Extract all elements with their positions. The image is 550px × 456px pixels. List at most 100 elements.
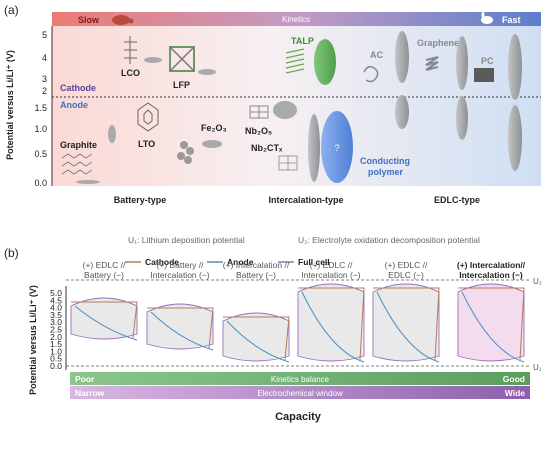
ac-label: AC	[370, 50, 383, 60]
u2-label: U₂	[533, 277, 542, 286]
graphite-crystal-icon	[61, 153, 93, 175]
anode-label: Anode	[60, 100, 88, 110]
legend: Cathode Anode Full cell	[125, 257, 330, 267]
lto-label: LTO	[138, 139, 155, 149]
panel-b-y-tick: 1.0	[50, 346, 62, 356]
legend-label-anode: Anode	[227, 257, 254, 267]
panel-a-y-axis-label: Potential versus Li/Li⁺ (V)	[5, 50, 15, 160]
graphene-cathode-bar	[456, 36, 468, 90]
graphene-label: Graphene	[417, 38, 459, 48]
cell-shape-2	[146, 303, 214, 351]
conducting-polymer-capacity-bar	[321, 111, 353, 183]
config-title-3: (+) Intercalation //	[223, 260, 290, 270]
anode-curve	[301, 291, 365, 363]
config-title-2: Intercalation (−)	[150, 270, 209, 280]
cathode-curve	[373, 287, 440, 361]
cathode-curve	[298, 287, 365, 361]
config-title-4: (+) EDLC //	[310, 260, 353, 270]
panel-a-y-tick: 2	[42, 86, 47, 96]
graphite-capacity-bar	[76, 180, 100, 184]
config-title-5: (+) EDLC //	[385, 260, 428, 270]
panel-a-label: (a)	[4, 3, 19, 17]
cathode-label: Cathode	[60, 83, 96, 93]
lto-capacity-bar	[108, 125, 116, 143]
u1-definition: U₁: Lithium deposition potential	[128, 235, 245, 245]
category-intercalation-type: Intercalation-type	[268, 195, 343, 205]
full-cell-curve	[146, 303, 214, 350]
kinetics-title: Kinetics	[282, 15, 310, 24]
question-mark: ?	[334, 143, 339, 153]
kinetics-fast-label: Fast	[502, 15, 521, 25]
panel-b-x-axis-label: Capacity	[275, 411, 322, 423]
pc-label: PC	[481, 56, 494, 66]
anode-curve	[74, 305, 138, 341]
fe2o3-capacity-bar	[202, 140, 222, 148]
panel-b-y-tick: 3.5	[50, 310, 62, 320]
kinetics-slow-label: Slow	[78, 15, 100, 25]
panel-a-y-tick: 1.0	[34, 124, 47, 134]
pc-anode-bar	[508, 105, 522, 171]
pc-structure-icon	[474, 68, 494, 82]
rabbit-icon	[481, 11, 493, 24]
panel-b-y-tick: 5.0	[50, 288, 62, 298]
ac-anode-bar	[395, 95, 409, 129]
kinetics-balance-bar	[70, 372, 530, 385]
fe2o3-label: Fe₂O₃	[201, 123, 227, 133]
cell-shape-1	[70, 297, 138, 341]
panel-b-y-tick: 4.5	[50, 295, 62, 305]
nb2ctx-label: Nb₂CTₓ	[251, 143, 283, 153]
electrochemical-window-center: Electrochemical window	[257, 389, 343, 398]
kinetics-balance-center: Kinetics balance	[271, 375, 330, 384]
panel-a-y-tick: 5	[42, 30, 47, 40]
category-battery-type: Battery-type	[114, 195, 167, 205]
pc-cathode-bar	[508, 34, 522, 100]
fe2o3-crystal-icon	[177, 141, 194, 164]
config-title-5: EDLC (−)	[388, 270, 424, 280]
nb2o5-label: Nb₂O₅	[245, 126, 272, 136]
kinetics-bar	[52, 12, 541, 26]
config-title-4: Intercalation (−)	[301, 270, 360, 280]
anode-curve	[226, 320, 290, 363]
nb2o5-crystal-icon	[249, 105, 269, 119]
config-title-1: Battery (−)	[84, 270, 124, 280]
panel-b-label: (b)	[4, 246, 19, 260]
panel-b-y-tick: 2.5	[50, 325, 62, 335]
anode-curve	[150, 311, 214, 351]
electrochemical-window-right: Wide	[505, 388, 526, 398]
graphite-label: Graphite	[60, 140, 97, 150]
electrochemical-window-left: Narrow	[75, 388, 105, 398]
cell-shape-3	[222, 312, 290, 363]
legend-label-cathode: Cathode	[145, 257, 179, 267]
ac-structure-icon	[363, 65, 379, 83]
u2-definition: U₂: Electrolyte oxidation decomposition …	[298, 235, 480, 245]
lco-crystal-icon	[124, 36, 137, 64]
panel-b-y-tick: 0.0	[50, 361, 62, 371]
panel-a-y-tick: 4	[42, 53, 47, 63]
ac-cathode-bar	[395, 31, 409, 83]
turtle-icon	[112, 15, 134, 25]
intercalation-gray-bar	[308, 114, 320, 182]
cathode-curve	[147, 307, 214, 349]
panel-b-y-tick: 2.0	[50, 332, 62, 342]
graphene-structure-icon	[425, 56, 439, 71]
category-edlc-type: EDLC-type	[434, 195, 480, 205]
lfp-label: LFP	[173, 80, 190, 90]
cell-shape-5	[372, 283, 440, 363]
kinetics-balance-left: Poor	[75, 374, 95, 384]
panel-a-y-tick: 0.0	[34, 178, 47, 188]
kinetics-balance-right: Good	[503, 374, 525, 384]
panel-b-y-tick: 1.5	[50, 339, 62, 349]
cathode-curve	[223, 316, 290, 361]
config-title-3: Battery (−)	[236, 270, 276, 280]
config-title-6: (+) Intercalation//	[457, 260, 526, 270]
lto-crystal-icon	[137, 102, 159, 132]
electrochemical-window-bar	[70, 386, 530, 399]
u1-label: U₁	[533, 363, 542, 372]
cathode-curve	[458, 287, 525, 361]
lco-label: LCO	[121, 68, 140, 78]
panel-b-y-tick: 0.5	[50, 354, 62, 364]
talp-crystal-icon	[285, 48, 305, 74]
cathode-curve	[71, 301, 138, 339]
full-cell-curve	[372, 283, 440, 362]
